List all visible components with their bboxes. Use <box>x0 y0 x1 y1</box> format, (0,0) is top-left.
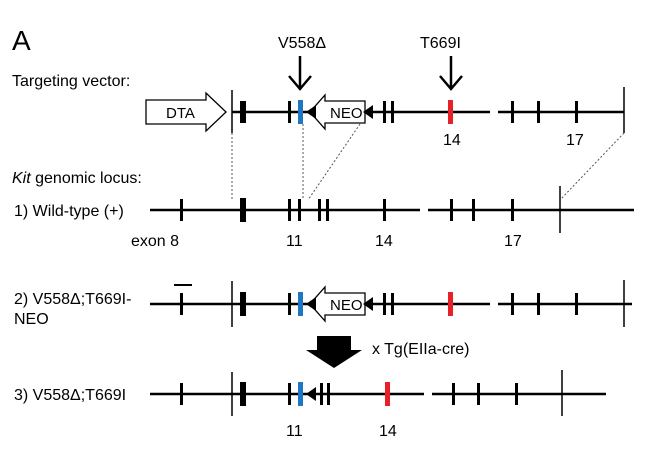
dta-cassette <box>145 91 227 133</box>
allele3-exon-14-label: 14 <box>379 423 397 440</box>
v558-arrow-icon <box>288 56 312 91</box>
allele3-v558-mark <box>298 382 303 406</box>
v558-mark <box>298 100 303 124</box>
wt-exon-17-label: 17 <box>504 233 522 250</box>
genomic-locus-label: Kit genomic locus: <box>12 170 142 187</box>
wt-exon-11-label: 11 <box>286 233 303 250</box>
cross-arrow-icon <box>306 336 362 368</box>
targeting-vector-construct: DTA NEO <box>145 87 625 133</box>
allele2-neo-cassette <box>309 285 366 323</box>
panel-label: A <box>12 25 31 56</box>
allele3-locus <box>150 370 606 416</box>
t669-mutation-label: T669I <box>420 35 461 52</box>
t669-mark <box>448 100 453 124</box>
allele2-v558-mark <box>298 292 303 316</box>
dta-label: DTA <box>166 105 195 122</box>
allele2-neo-label: NEO <box>330 297 363 314</box>
allele3-exon-11-label: 11 <box>286 423 303 440</box>
allele3-label: 3) V558Δ;T669I <box>14 387 126 404</box>
tv-exon-14-label: 14 <box>443 132 461 149</box>
wt-exon-8-label: exon 8 <box>131 233 179 250</box>
wild-type-label: 1) Wild-type (+) <box>14 203 124 220</box>
allele2-locus: NEO <box>150 280 632 327</box>
neo-label: NEO <box>330 105 363 122</box>
homology-guide-lines <box>231 123 625 201</box>
t669-arrow-icon <box>439 56 463 91</box>
allele2-t669-mark <box>448 292 453 316</box>
allele2-label-line1: 2) V558Δ;T669I- <box>14 291 131 308</box>
v558-mutation-label: V558Δ <box>278 35 326 52</box>
wt-exon-14-label: 14 <box>375 233 393 250</box>
cross-label: x Tg(EIIa-cre) <box>372 341 470 358</box>
neo-cassette <box>309 93 366 131</box>
wild-type-locus <box>150 186 634 233</box>
allele3-t669-mark <box>385 382 390 406</box>
tv-exon-17-label: 17 <box>566 132 584 149</box>
allele2-label-line2: NEO <box>14 311 49 328</box>
targeting-vector-label: Targeting vector: <box>12 73 130 90</box>
